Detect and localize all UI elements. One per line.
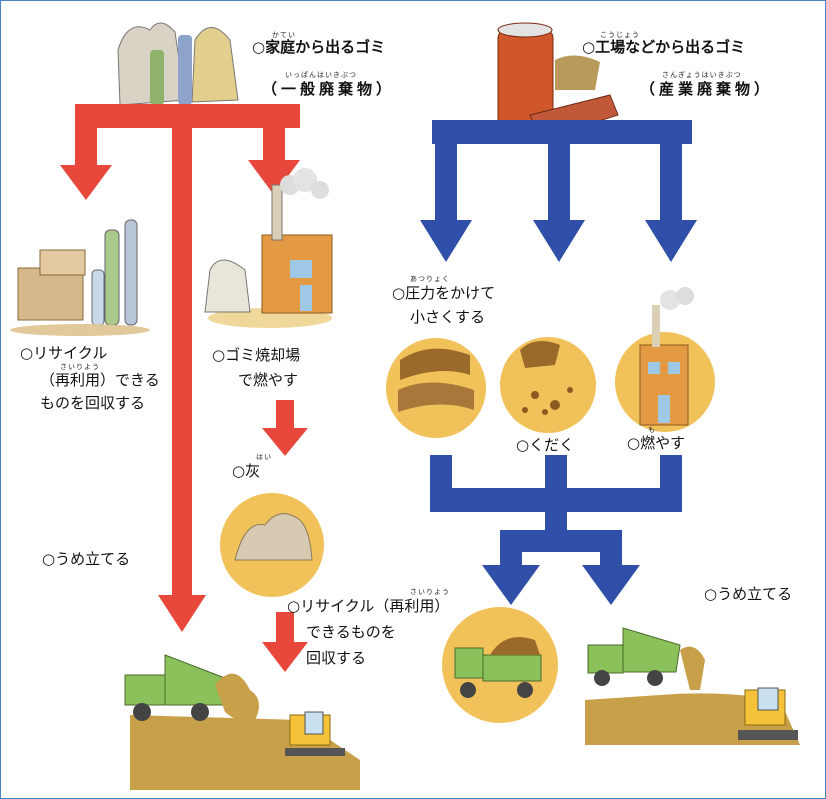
compress-label-line2: 小さくする	[410, 308, 486, 326]
household-landfill-label: ○うめ立てる	[42, 550, 131, 568]
recycle-ruby: さいりよう	[60, 363, 100, 371]
ash-recycle-label-line2: できるものを	[306, 623, 396, 641]
industrial-title-ruby: こうじょう	[600, 31, 640, 39]
burn-factory-disc-illustration	[615, 287, 715, 432]
industrial-title: ○工場などから出るゴミ	[582, 38, 746, 56]
recycle-label-line1: ○リサイクル	[20, 344, 108, 362]
compress-label-line1: ○圧力をかけて	[392, 284, 496, 302]
burn-label: ○燃やす	[627, 434, 686, 452]
household-title-ruby: かてい	[272, 31, 296, 39]
industrial-blue-arrows	[420, 120, 697, 605]
household-title: ○家庭から出るゴミ	[252, 38, 386, 56]
household-red-arrows	[60, 104, 308, 672]
ash-label: ○灰	[232, 462, 261, 480]
household-subtitle: （一般廃棄物）	[262, 80, 396, 98]
recycle-boxes-bottles-illustration	[10, 219, 150, 336]
truck-disc-illustration	[442, 607, 558, 723]
household-garbage-bags-illustration	[117, 22, 239, 106]
household-subtitle-ruby: いっぱんはいきぶつ	[285, 71, 357, 79]
ash-recycle-ruby: さいりよう	[410, 588, 450, 596]
recycle-label-line3: ものを回収する	[40, 394, 146, 412]
ash-recycle-label-line3: 回収する	[306, 649, 367, 667]
ash-disc-illustration	[220, 493, 324, 597]
compress-ruby: あつりょく	[410, 275, 450, 283]
landfill-dump-truck-illustration-right	[585, 627, 800, 745]
ash-ruby: はい	[256, 453, 272, 461]
incinerate-label-line2: で燃やす	[238, 371, 299, 389]
industrial-subtitle: （産業廃棄物）	[640, 80, 774, 98]
industrial-landfill-label: ○うめ立てる	[704, 585, 793, 603]
crush-label: ○くだく	[516, 436, 575, 454]
industrial-subtitle-ruby: さんぎょうはいきぶつ	[662, 71, 742, 79]
incinerate-label-line1: ○ゴミ焼却場	[212, 346, 301, 364]
landfill-dump-truck-illustration-left	[124, 654, 360, 790]
ash-recycle-label-line1: ○リサイクル（再利用）	[287, 597, 450, 615]
recycle-label-line2: （再利用）できる	[40, 371, 160, 389]
burn-ruby: も	[648, 426, 656, 434]
incineration-plant-illustration	[204, 168, 333, 328]
crush-disc-illustration	[500, 337, 596, 433]
compress-disc-illustration	[386, 338, 486, 438]
